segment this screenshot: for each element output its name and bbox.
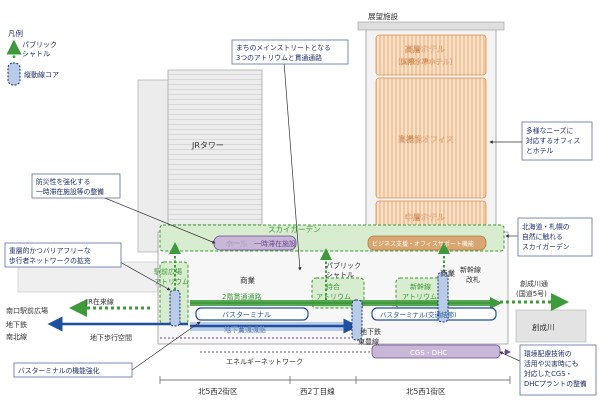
district-scale: 北5西2街区 西2丁目線 北5西1街区 <box>159 376 511 396</box>
high-hotel-block <box>375 34 487 76</box>
callout-sky-garden-line1: 北海道・札幌の <box>522 222 570 231</box>
sosei-building <box>515 309 587 343</box>
vertical-core-2 <box>351 299 363 341</box>
commerce-right-label: 商業 <box>440 268 455 278</box>
callout-bus-terminal: バスターミナルの機能強化 <box>13 321 201 378</box>
callout-office-hotel-line2: 対応するオフィス <box>526 136 580 145</box>
nanboku-line-label: 南北線 <box>6 332 27 341</box>
jr-tower-building <box>167 69 263 239</box>
mid-hotel-label: 中層ホテル <box>405 212 445 222</box>
callout-disaster-line2: 一時滞在施設等の整備 <box>36 187 104 196</box>
legend-shuttle-line2: シャトル <box>22 50 50 58</box>
bus-terminal-right <box>371 307 497 321</box>
callout-barrier-free-line1: 重層的かつバリアフリーな <box>9 246 91 255</box>
toho-line-line1: 地下鉄 <box>360 327 381 336</box>
bus-terminal-right-label: バスターミナル(交通結節) <box>380 310 457 319</box>
station-plaza-atrium-line2: アトリウム <box>154 278 189 286</box>
temp-stay-label: 一時滞在施設 <box>254 239 296 248</box>
callout-sky-garden-line2: 自然に触れる <box>522 232 563 241</box>
level2-corridor-label: 2階貫通通路 <box>222 292 261 301</box>
callout-bus-terminal-line1: バスターミナルの機能強化 <box>18 366 100 375</box>
callout-main-street-line1: まちのメインストリートとなる <box>236 44 331 52</box>
business-support-label: ビジネス支援・オフィスサポート機能 <box>372 240 474 248</box>
vertical-core-icon <box>7 62 21 86</box>
callout-environment-line2: 活用や災害時にも <box>524 359 578 368</box>
legend-title: 凡例 <box>8 28 23 38</box>
tower-crown <box>357 21 505 31</box>
callout-environment: 環境配慮技術の 活用や災害時にも 対応したCGS・ DHCプラントの整備 <box>499 344 597 396</box>
legend-core-label: 縦動線コア <box>24 70 59 79</box>
shinkansen-gate-line1: 新幹線 <box>460 265 481 274</box>
callout-sky-garden-line3: スカイガーデン <box>522 242 570 251</box>
bus-terminal-left-label: バスターミナル <box>222 310 271 319</box>
legend: 凡例 パブリック シャトル 縦動線コア <box>6 28 59 86</box>
callout-office-hotel-line1: 多様なニーズに <box>526 126 573 135</box>
callout-disaster-line1: 防災性を強化する <box>36 177 90 186</box>
cgs-dhc-label: CGS・DHC <box>410 349 447 357</box>
commerce-left-label: 商業 <box>240 275 255 285</box>
observatory-label: 展望施設 <box>368 11 398 21</box>
bus-terminal-left <box>195 307 309 321</box>
callout-sky-garden: 北海道・札幌の 自然に触れる スカイガーデン <box>505 217 593 257</box>
high-hotel-sub-label: (国際水準ホテル) <box>398 57 453 66</box>
jr-line-label: JR在来線 <box>85 297 114 306</box>
district-2: 北5西1街区 <box>406 386 446 396</box>
callout-barrier-free-line2: 歩行者ネットワークの拡充 <box>9 256 91 265</box>
sosei-road-line2: (国道5号) <box>516 289 547 298</box>
district-1: 西2丁目線 <box>300 386 335 396</box>
business-support-area <box>367 235 487 251</box>
callout-office-hotel: 多様なニーズに 対応するオフィス とホテル <box>489 121 593 161</box>
high-office-block <box>375 77 487 199</box>
south-exit-plaza-label: 南口駅前広場 <box>6 306 48 315</box>
callout-environment-line1: 環境配慮技術の <box>524 349 572 358</box>
underground-walkway-label: 地下歩行空間 <box>90 333 132 342</box>
public-shuttle-line1: パブリック <box>326 261 361 270</box>
toho-line-line2: 東豊線 <box>358 337 379 346</box>
subway-label: 地下鉄 <box>6 320 27 329</box>
high-hotel-label: 高層ホテル <box>405 44 445 54</box>
shinkansen-atrium-line1: 新幹線 <box>410 282 431 291</box>
district-0: 北5西2街区 <box>198 386 238 396</box>
energy-network-label: エネルギーネットワーク <box>226 358 303 366</box>
callout-environment-line3: 対応したCGS・ <box>524 369 572 378</box>
callout-office-hotel-line3: とホテル <box>526 147 553 155</box>
cgs-dhc-block <box>371 344 501 359</box>
callout-main-street-line2: 3つのアトリウムと貫通通路 <box>236 53 322 62</box>
legend-shuttle-line1: パブリック <box>22 40 57 49</box>
public-shuttle-line2: シャトル <box>326 271 354 279</box>
jr-tower-label: JRタワー <box>191 141 224 150</box>
sosei-river-label: 創成川 <box>532 322 555 332</box>
shinkansen-gate-line2: 改札 <box>466 275 480 284</box>
callout-main-street: まちのメインストリートとなる 3つのアトリウムと貫通通路 <box>231 39 349 271</box>
callout-disaster: 防災性を強化する 一時滞在施設等の整備 <box>31 173 216 244</box>
sky-garden-label: スカイガーデン <box>268 224 321 234</box>
hall-label: ホール <box>226 240 247 248</box>
station-plaza-atrium-line1: 駅前広場 <box>154 267 182 276</box>
waiting-atrium-line1: 待合 <box>326 282 340 291</box>
waiting-atrium-line2: アトリウム <box>316 293 351 301</box>
callout-barrier-free: 重層的かつバリアフリーな 歩行者ネットワークの拡充 <box>4 242 171 291</box>
shinkansen-atrium-line2: アトリウム <box>402 293 437 301</box>
vertical-core-1 <box>169 289 181 327</box>
callout-environment-line4: DHCプラントの整備 <box>524 379 587 388</box>
sosei-road-line1: 創成川通 <box>520 279 548 288</box>
underground-corridor-label: 地下貫通通路 <box>224 325 266 334</box>
high-office-label: 高機能オフィス <box>398 134 454 144</box>
